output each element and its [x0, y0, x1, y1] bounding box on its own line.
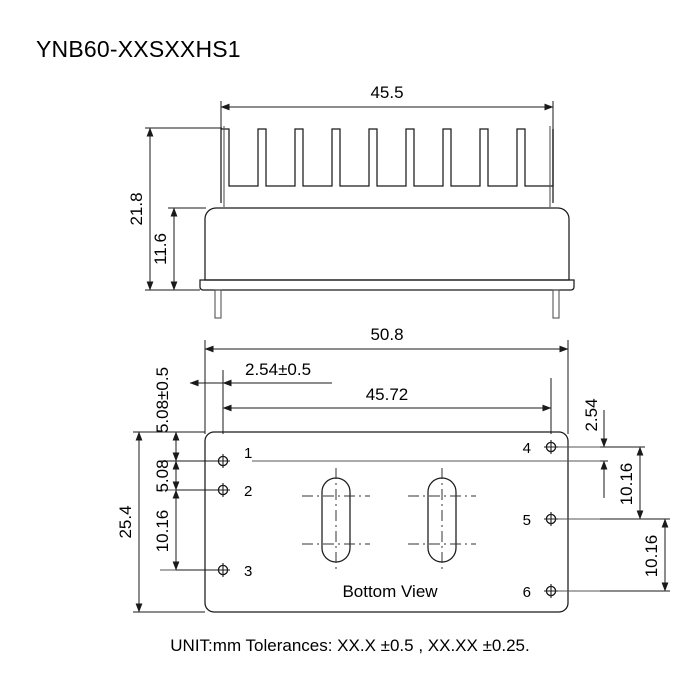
dim-pin5-pin6 — [600, 518, 670, 592]
pin-marker-1 — [216, 454, 230, 468]
page-title: YNB60-XXSXXHS1 — [36, 36, 241, 62]
dim-label-pin4-pin5: 10.16 — [617, 463, 636, 506]
dim-label-top-edge-offset: 5.08±0.5 — [153, 367, 172, 433]
pin-marker-4 — [544, 440, 558, 454]
pin-label-5: 5 — [523, 512, 531, 529]
pin-label-1: 1 — [244, 445, 252, 462]
bottom-view-pins — [216, 440, 558, 598]
dim-front-height-body — [168, 207, 206, 291]
dim-edge-to-pin — [189, 370, 332, 434]
case-base-flange — [199, 279, 575, 291]
dim-label-bottom-height: 25.4 — [116, 505, 135, 538]
bottom-view-outline — [204, 431, 569, 613]
front-view-pins — [214, 289, 560, 319]
heatsink-fins — [220, 128, 554, 203]
dim-bottom-width — [204, 340, 569, 434]
bottom-view-slots — [321, 477, 457, 563]
pin-marker-3 — [216, 563, 230, 577]
pin-label-4: 4 — [523, 440, 531, 457]
dim-right-top-offset — [600, 410, 608, 498]
dim-top-edge-offset — [160, 431, 218, 462]
bottom-view-label: Bottom View — [342, 582, 438, 601]
case-body — [204, 207, 570, 281]
dim-label-front-width: 45.5 — [370, 83, 403, 102]
dim-label-pin2-pin3: 10.16 — [153, 510, 172, 553]
pin-leader-lines — [160, 446, 600, 592]
dim-pin2-pin3 — [172, 489, 218, 571]
slot-centerlines — [302, 468, 476, 572]
dim-label-edge-to-pin: 2.54±0.5 — [245, 360, 311, 379]
dim-label-right-top-offset: 2.54 — [582, 398, 601, 431]
dim-pin1-pin2 — [172, 460, 218, 491]
pin-marker-6 — [544, 584, 558, 598]
dim-label-pin-span: 45.72 — [366, 385, 409, 404]
pin-label-2: 2 — [244, 483, 252, 500]
pin-label-6: 6 — [523, 584, 531, 601]
case-side-rails — [223, 126, 551, 207]
front-elevation-geometry — [199, 126, 575, 319]
dim-bottom-height — [133, 431, 205, 613]
dim-label-front-height-total: 21.8 — [127, 192, 146, 225]
pin-label-3: 3 — [244, 563, 252, 580]
dim-label-front-height-body: 11.6 — [151, 233, 170, 265]
dim-pin-span — [222, 378, 552, 434]
dim-label-pin1-pin2: 5.08 — [153, 459, 172, 492]
dim-label-pin5-pin6: 10.16 — [642, 535, 661, 578]
pin-marker-2 — [216, 483, 230, 497]
dim-label-bottom-width: 50.8 — [370, 325, 403, 344]
pin-marker-5 — [544, 512, 558, 526]
footer-note: UNIT:mm Tolerances: XX.X ±0.5 , XX.XX ±0… — [170, 636, 530, 655]
dim-front-width — [220, 101, 554, 131]
